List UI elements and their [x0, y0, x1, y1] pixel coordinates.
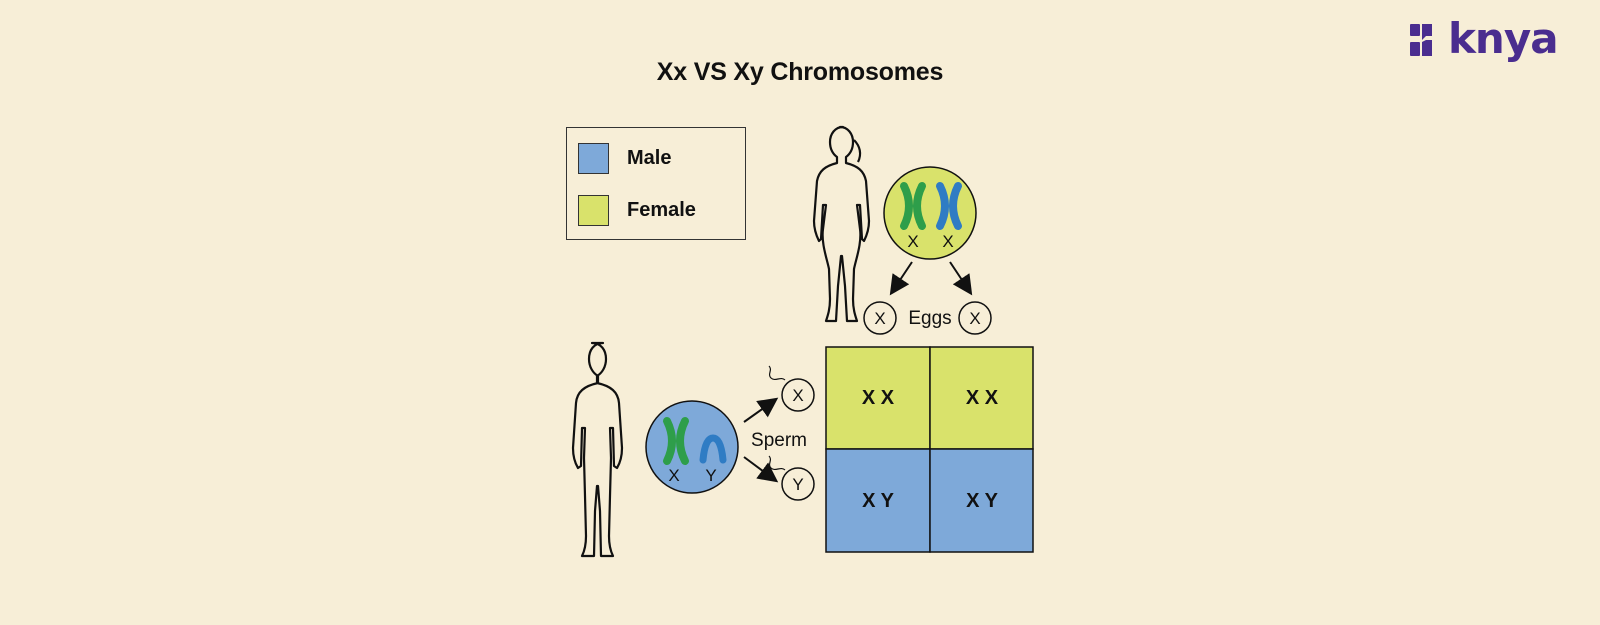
x-chromosome-green-icon [900, 182, 926, 230]
female-cell: X X [883, 166, 977, 260]
punnett-cell-3 [825, 448, 931, 553]
legend-label-female: Female [627, 198, 696, 221]
egg-2: X [958, 301, 992, 335]
knya-logo [1410, 24, 1432, 56]
egg-2-label: X [969, 309, 980, 328]
male-cell: X Y [645, 400, 739, 494]
legend: Male Female [566, 127, 746, 240]
egg-1: X [863, 301, 897, 335]
legend-swatch-female [578, 194, 609, 226]
y-chromosome-blue-icon [699, 434, 727, 464]
logo-mark-icon [1410, 24, 1432, 56]
sperm-tail-icon [768, 455, 786, 471]
arrow-to-egg-2 [949, 261, 973, 296]
eggs-label: Eggs [908, 308, 951, 329]
sperm-2-label: Y [792, 475, 803, 494]
sperm-tail-icon [768, 365, 786, 381]
punnett-cell-2 [929, 346, 1034, 450]
legend-swatch-male [578, 142, 609, 174]
egg-1-label: X [874, 309, 885, 328]
diagram-title: Xx VS Xy Chromosomes [656, 58, 944, 86]
arrow-to-sperm-2 [743, 456, 779, 483]
brand-name: knya [1448, 14, 1559, 63]
punnett-cell-2-label: X X [966, 387, 999, 409]
female-chromosome-label-1: X [907, 232, 918, 251]
male-chromosome-label-1: X [668, 466, 679, 485]
sperm-1-label: X [792, 386, 803, 405]
arrow-to-egg-1 [889, 261, 913, 296]
punnett-cell-1-label: X X [862, 387, 895, 409]
x-chromosome-blue-icon [936, 182, 962, 230]
female-chromosome-label-2: X [942, 232, 953, 251]
punnett-cell-3-label: X Y [862, 490, 895, 512]
legend-item-female: Female [578, 194, 696, 226]
male-silhouette-icon [571, 341, 624, 558]
legend-label-male: Male [627, 146, 672, 169]
sperm-label: Sperm [751, 430, 807, 451]
punnett-square: X X X X X Y X Y [825, 346, 1034, 553]
sperm-1: X [768, 365, 815, 412]
arrow-to-sperm-1 [743, 397, 779, 423]
punnett-cell-4 [929, 448, 1034, 553]
punnett-cell-4-label: X Y [966, 490, 999, 512]
legend-item-male: Male [578, 142, 671, 174]
male-chromosome-label-2: Y [705, 466, 716, 485]
female-silhouette-icon [812, 125, 871, 323]
sperm-2: Y [768, 455, 815, 501]
x-chromosome-green-icon [663, 417, 689, 465]
